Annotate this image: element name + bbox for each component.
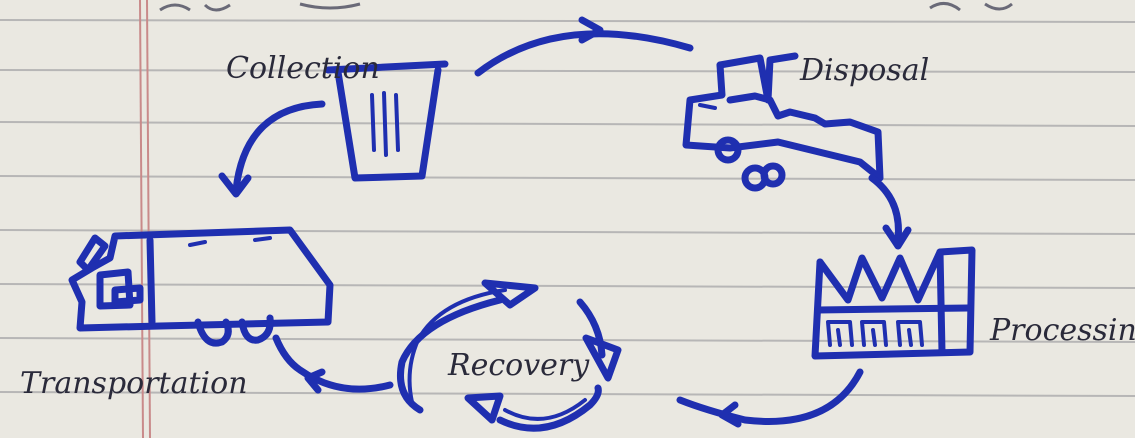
label-recovery: Recovery bbox=[447, 348, 590, 383]
arrow-processing-to-recovery bbox=[680, 372, 860, 421]
top-scribble bbox=[160, 3, 1012, 10]
label-collection: Collection bbox=[226, 51, 380, 86]
arrow-recovery-to-transportation bbox=[276, 338, 390, 389]
label-processing: Processing bbox=[989, 313, 1135, 348]
ruled-lines bbox=[0, 20, 1135, 396]
label-disposal: Disposal bbox=[799, 53, 929, 88]
factory-icon bbox=[815, 250, 972, 356]
label-transportation: Transportation bbox=[20, 366, 248, 401]
garbage-truck-icon bbox=[72, 230, 330, 343]
